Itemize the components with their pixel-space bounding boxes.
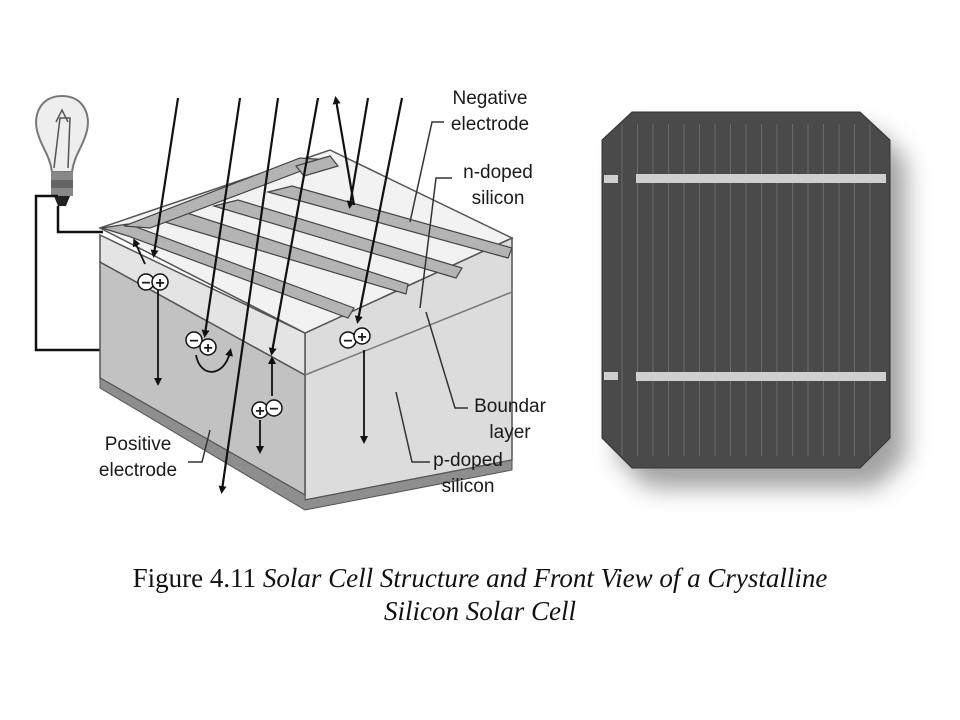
svg-text:layer: layer [489,422,531,443]
svg-text:electrode: electrode [99,460,177,481]
negative-electrode-grid [101,155,513,319]
svg-text:Boundar: Boundar [474,396,547,417]
minus-symbol: − [343,333,352,350]
electron-hole-pair: − + [339,327,371,350]
minus-symbol: − [189,333,198,350]
svg-text:Positive: Positive [105,434,172,455]
light-bulb-icon [35,94,89,206]
caption-line-2: Silicon Solar Cell [384,596,576,626]
label-leader-lines [188,121,468,463]
carrier-arrows [133,238,368,454]
light-rays [150,96,404,494]
plus-symbol: + [255,403,264,420]
caption-text-1: Solar Cell Structure and Front View of a… [262,563,828,593]
svg-text:silicon: silicon [472,188,525,209]
figure-number: Figure 4.11 [132,563,257,593]
busbar-tab-bottom [604,372,618,380]
busbar-top [636,174,886,183]
label-p-doped-silicon: p-doped silicon [433,450,503,497]
label-boundary-layer: Boundar layer [474,396,547,443]
plus-symbol: + [203,340,212,357]
minus-symbol: − [141,275,150,292]
electron-hole-pair: − + [185,331,217,357]
label-n-doped-silicon: n-doped silicon [463,162,533,209]
cell-block-diagram [98,149,514,511]
crystalline-cell-front-view [601,111,906,488]
minus-symbol: − [269,401,278,418]
positive-electrode-layer [99,377,513,511]
svg-text:silicon: silicon [442,476,495,497]
label-positive-electrode: Positive electrode [99,434,177,481]
external-circuit-wire [34,194,103,352]
svg-text:electrode: electrode [451,114,529,135]
plus-symbol: + [357,329,366,346]
svg-text:Negative: Negative [453,88,528,109]
electron-hole-pair: + − [251,399,283,420]
svg-text:p-doped: p-doped [433,450,503,471]
busbar-bottom [636,372,886,381]
electron-hole-pair: − + [137,273,169,292]
figure-caption: Figure 4.11 Solar Cell Structure and Fro… [0,562,960,628]
plus-symbol: + [155,275,164,292]
label-negative-electrode: Negative electrode [451,88,529,135]
busbar-tab-top [604,175,618,183]
svg-text:n-doped: n-doped [463,162,533,183]
caption-line-1: Figure 4.11 Solar Cell Structure and Fro… [0,562,960,595]
